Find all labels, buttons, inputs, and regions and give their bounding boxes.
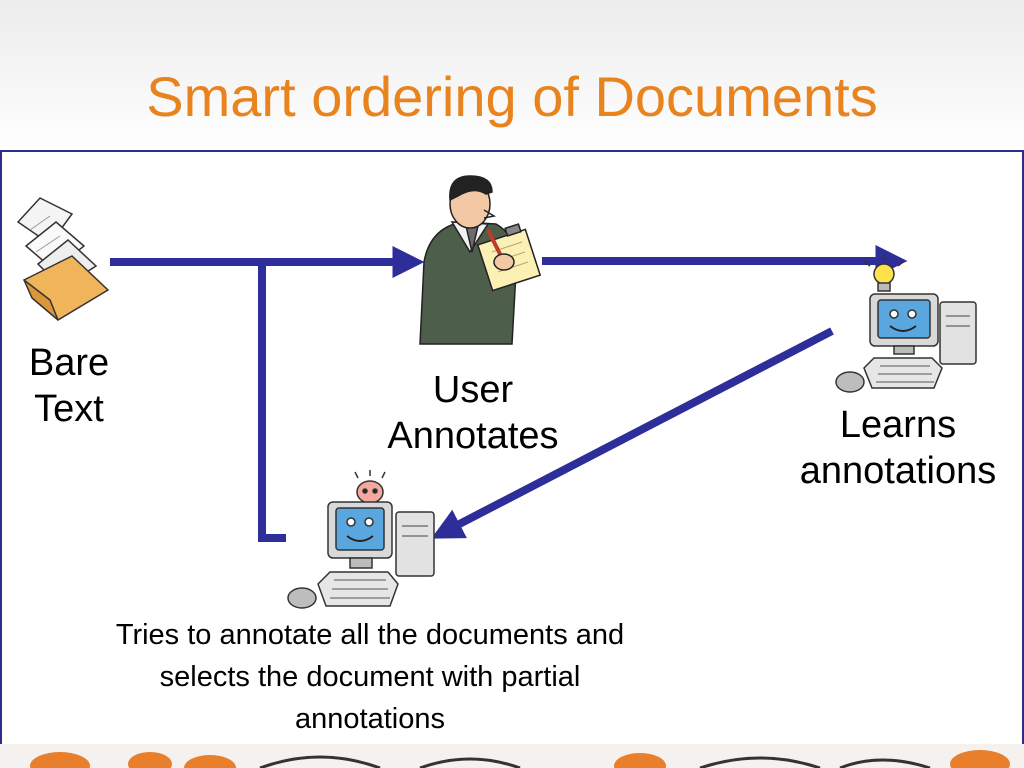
label-user-annotates-line2: Annotates — [387, 415, 559, 457]
arrow-selector-feedback — [258, 262, 286, 542]
caption-line2: selects the document with partial — [159, 661, 581, 693]
documents-folder-icon — [16, 197, 110, 321]
flow-arrows — [110, 245, 908, 542]
label-user-annotates: User Annotates — [368, 367, 578, 459]
caption-line3: annotations — [295, 703, 445, 735]
label-user-annotates-line1: User — [432, 369, 514, 411]
computer-with-face-icon — [287, 470, 435, 609]
label-bare-text-line1: Bare — [28, 342, 110, 384]
label-bare-text-line2: Text — [34, 388, 104, 430]
person-with-clipboard-icon — [419, 175, 542, 345]
computer-with-lightbulb-icon — [835, 254, 977, 393]
label-learns-annotations-line1: Learns — [839, 404, 957, 446]
decorative-bottom-strip — [0, 744, 1024, 768]
caption-line1: Tries to annotate all the documents and — [115, 619, 625, 651]
label-learns-annotations-line2: annotations — [799, 450, 997, 492]
caption-selector: Tries to annotate all the documents and … — [40, 614, 700, 740]
slide-title: Smart ordering of Documents — [146, 65, 878, 128]
arrow-learner-to-selector — [431, 327, 834, 539]
label-learns-annotations: Learns annotations — [778, 402, 1018, 494]
title-area — [0, 0, 1024, 150]
label-bare-text: Bare Text — [14, 340, 124, 432]
